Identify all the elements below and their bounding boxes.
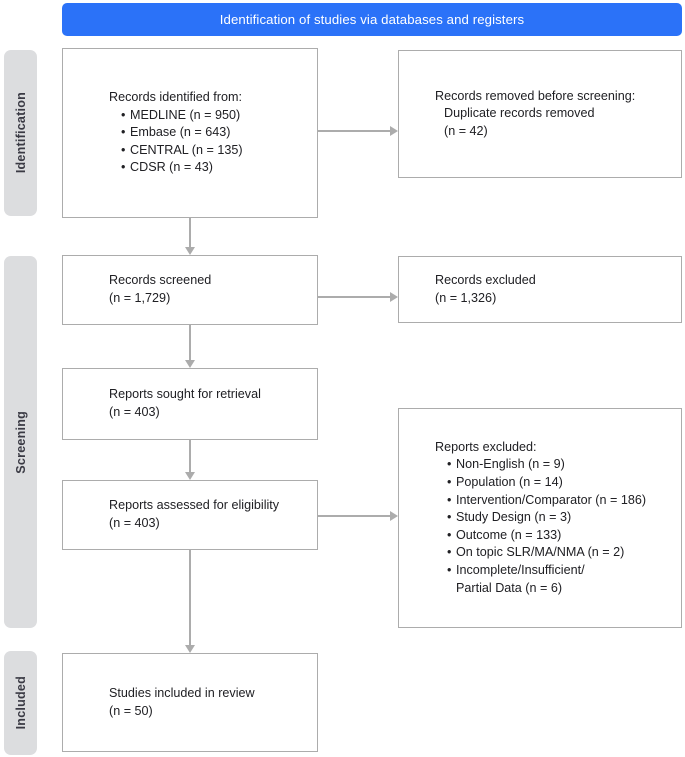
banner-title: Identification of studies via databases … [219, 11, 525, 27]
list-item: On topic SLR/MA/NMA (n = 2) [447, 544, 681, 562]
reports-assessed-line-2: (n = 403) [109, 516, 160, 530]
records-removed-line-1: Records removed before screening: [435, 88, 636, 103]
box-records-identified: Records identified from: MEDLINE (n = 95… [62, 48, 318, 218]
arrowhead-identified-to-removed [390, 125, 398, 136]
stage-included-text: Included [13, 676, 28, 730]
connector-identified-to-screened [188, 218, 192, 247]
box-records-excluded: Records excluded (n = 1,326) [398, 256, 682, 323]
records-identified-list: MEDLINE (n = 950) Embase (n = 643) CENTR… [109, 107, 317, 177]
records-screened-line-2: (n = 1,729) [109, 291, 171, 305]
connector-screened-to-excluded [318, 296, 390, 299]
connector-sought-to-assessed [188, 440, 192, 472]
arrowhead-assessed-to-reports-excluded [390, 510, 398, 521]
box-reports-assessed: Reports assessed for eligibility (n = 40… [62, 480, 318, 550]
box-reports-sought: Reports sought for retrieval (n = 403) [62, 368, 318, 440]
arrowhead-assessed-to-included [184, 645, 195, 653]
box-studies-included: Studies included in review (n = 50) [62, 653, 318, 752]
list-item: Non-English (n = 9) [447, 456, 681, 474]
arrowhead-screened-to-sought [184, 360, 195, 368]
stage-label-identification: Identification [4, 50, 37, 216]
list-item: Incomplete/Insufficient/ Partial Data (n… [447, 562, 681, 597]
list-item: MEDLINE (n = 950) [121, 107, 317, 125]
list-item: Study Design (n = 3) [447, 509, 681, 527]
connector-screened-to-sought [188, 325, 192, 360]
list-item: CENTRAL (n = 135) [121, 142, 317, 160]
records-identified-heading: Records identified from: [109, 90, 242, 105]
reports-sought-line-2: (n = 403) [109, 405, 160, 419]
studies-included-line-2: (n = 50) [109, 703, 153, 718]
records-removed-line-3: (n = 42) [444, 123, 488, 138]
box-records-removed: Records removed before screening: Duplic… [398, 50, 682, 178]
records-excluded-line-1: Records excluded [435, 272, 536, 287]
records-excluded-line-2: (n = 1,326) [435, 290, 497, 305]
stage-label-included: Included [4, 651, 37, 755]
list-item: Outcome (n = 133) [447, 527, 681, 545]
connector-assessed-to-reports-excluded [318, 515, 390, 518]
box-reports-excluded: Reports excluded: Non-English (n = 9) Po… [398, 408, 682, 628]
list-item: Intervention/Comparator (n = 186) [447, 492, 681, 510]
records-removed-line-2: Duplicate records removed [444, 106, 595, 121]
box-records-screened: Records screened (n = 1,729) [62, 255, 318, 325]
diagram-header-banner: Identification of studies via databases … [62, 3, 682, 36]
connector-assessed-to-included [188, 550, 192, 645]
stage-label-screening: Screening [4, 256, 37, 628]
list-item: CDSR (n = 43) [121, 159, 317, 177]
list-item-text: Incomplete/Insufficient/ [456, 562, 585, 577]
arrowhead-identified-to-screened [184, 247, 195, 255]
reports-sought-line-1: Reports sought for retrieval [109, 387, 261, 402]
reports-excluded-heading: Reports excluded: [435, 439, 537, 454]
list-item-continuation: Partial Data (n = 6) [456, 580, 563, 595]
list-item: Embase (n = 643) [121, 124, 317, 142]
stage-identification-text: Identification [13, 92, 28, 174]
reports-excluded-list: Non-English (n = 9) Population (n = 14) … [435, 456, 681, 597]
arrowhead-screened-to-excluded [390, 291, 398, 302]
reports-assessed-line-1: Reports assessed for eligibility [109, 498, 280, 513]
studies-included-line-1: Studies included in review [109, 685, 255, 700]
connector-identified-to-removed [318, 130, 390, 133]
arrowhead-sought-to-assessed [184, 472, 195, 480]
records-screened-line-1: Records screened [109, 273, 212, 288]
list-item: Population (n = 14) [447, 474, 681, 492]
stage-screening-text: Screening [13, 410, 28, 474]
